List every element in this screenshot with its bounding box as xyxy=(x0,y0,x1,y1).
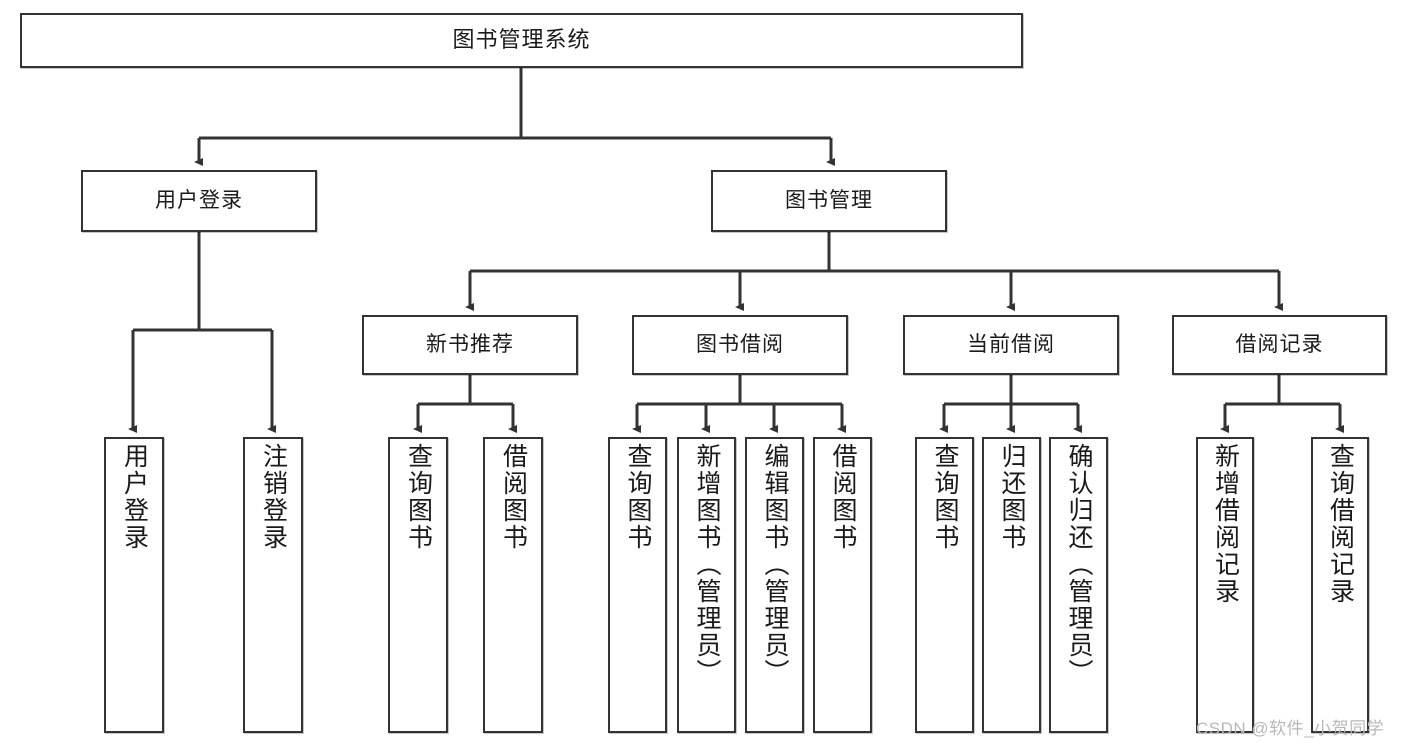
leaf-node-label: 注销登录 xyxy=(259,443,288,551)
leaf-node[interactable]: 查询图书 xyxy=(608,437,667,733)
leaf-node[interactable]: 借阅图书 xyxy=(813,437,872,733)
node-borrow-record[interactable]: 借阅记录 xyxy=(1172,315,1387,375)
leaf-node-label: 查询图书 xyxy=(931,443,959,551)
leaf-node[interactable]: 查询图书 xyxy=(915,437,974,733)
leaf-node-label: 用户登录 xyxy=(120,443,149,551)
node-root[interactable]: 图书管理系统 xyxy=(20,13,1023,68)
leaf-node-label: 编辑图书（管理员） xyxy=(761,443,789,686)
leaf-node-label: 新增借阅记录 xyxy=(1211,443,1240,605)
leaf-node[interactable]: 归还图书 xyxy=(982,437,1041,733)
leaf-node-label: 借阅图书 xyxy=(499,443,528,551)
node-current-borrow-label: 当前借阅 xyxy=(967,333,1055,357)
leaf-node-label: 归还图书 xyxy=(998,443,1026,551)
node-borrow-record-label: 借阅记录 xyxy=(1235,333,1324,357)
node-user-login[interactable]: 用户登录 xyxy=(81,170,317,232)
leaf-node-label: 查询图书 xyxy=(624,443,652,551)
leaf-node-label: 查询借阅记录 xyxy=(1326,443,1355,605)
node-book-management-label: 图书管理 xyxy=(785,189,873,213)
leaf-node[interactable]: 新增图书（管理员） xyxy=(677,437,736,733)
leaf-node[interactable]: 注销登录 xyxy=(243,437,303,733)
leaf-node[interactable]: 查询借阅记录 xyxy=(1311,437,1369,733)
leaf-node-label: 借阅图书 xyxy=(829,443,857,551)
node-user-login-label: 用户登录 xyxy=(155,189,243,213)
leaf-node-label: 新增图书（管理员） xyxy=(693,443,721,686)
leaf-node-label: 查询图书 xyxy=(404,443,433,551)
leaf-node[interactable]: 新增借阅记录 xyxy=(1196,437,1254,733)
leaf-node[interactable]: 确认归还（管理员） xyxy=(1049,437,1108,733)
node-new-book-recommend[interactable]: 新书推荐 xyxy=(362,315,578,375)
node-new-book-recommend-label: 新书推荐 xyxy=(426,333,514,357)
leaf-node[interactable]: 用户登录 xyxy=(104,437,164,733)
leaf-node[interactable]: 查询图书 xyxy=(388,437,448,733)
leaf-node[interactable]: 借阅图书 xyxy=(483,437,543,733)
node-book-borrow-label: 图书借阅 xyxy=(696,333,784,357)
node-book-borrow[interactable]: 图书借阅 xyxy=(632,315,848,375)
node-book-management[interactable]: 图书管理 xyxy=(711,170,947,232)
node-current-borrow[interactable]: 当前借阅 xyxy=(903,315,1119,375)
leaf-node-label: 确认归还（管理员） xyxy=(1065,443,1093,686)
leaf-node[interactable]: 编辑图书（管理员） xyxy=(745,437,804,733)
node-root-label: 图书管理系统 xyxy=(452,27,591,53)
